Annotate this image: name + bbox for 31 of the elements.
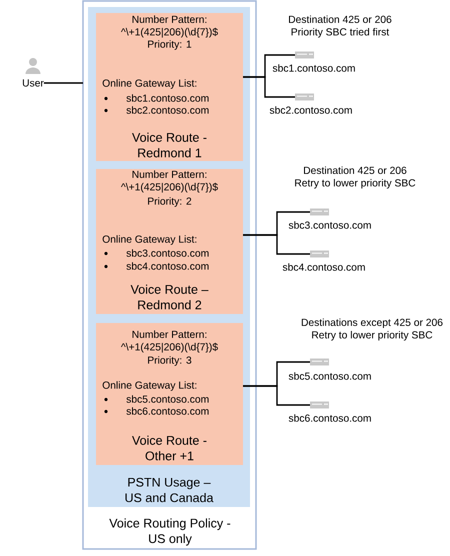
priority-text: Priority: 3 (148, 356, 192, 366)
list-item: sbc4.contoso.com (126, 262, 209, 270)
connector-line (44, 82, 83, 84)
user-label: User (22, 79, 44, 87)
list-item: sbc3.contoso.com (126, 249, 209, 257)
server-name: sbc5.contoso.com (288, 372, 371, 380)
connector-line (243, 234, 310, 255)
server-name: sbc1.contoso.com (272, 64, 355, 72)
list-item: sbc6.contoso.com (126, 407, 209, 415)
list-heading: Online Gateway List: (102, 235, 196, 245)
server-name: sbc3.contoso.com (288, 221, 371, 229)
list-item: sbc1.contoso.com (126, 94, 209, 102)
list-item: sbc2.contoso.com (126, 106, 209, 114)
route-title: Voice Route - Other +1 (132, 436, 206, 460)
pattern-text: Number Pattern: ^\+1(425|206)(\d{7})$ (120, 330, 218, 353)
usage-title: PSTN Usage – US and Canada (126, 478, 214, 502)
list-heading: Online Gateway List: (102, 79, 196, 89)
server-name: sbc2.contoso.com (270, 106, 352, 114)
list-item: sbc5.contoso.com (126, 395, 209, 403)
priority-text: Priority: 1 (148, 40, 192, 50)
route-title: Voice Route - Redmond 1 (132, 132, 206, 158)
policy-title: Voice Routing Policy - US only (109, 518, 230, 546)
connector-line (243, 76, 295, 98)
server-name: sbc4.contoso.com (282, 263, 365, 271)
route-title: Voice Route – Redmond 2 (130, 284, 208, 310)
priority-text: Priority: 2 (148, 197, 192, 207)
connector-line (243, 385, 310, 406)
list-heading: Online Gateway List: (102, 381, 196, 391)
pattern-text: Number Pattern: ^\+1(425|206)(\d{7})$ (120, 15, 218, 38)
server-name: sbc6.contoso.com (288, 414, 371, 422)
pattern-text: Number Pattern: ^\+1(425|206)(\d{7})$ (120, 170, 218, 193)
